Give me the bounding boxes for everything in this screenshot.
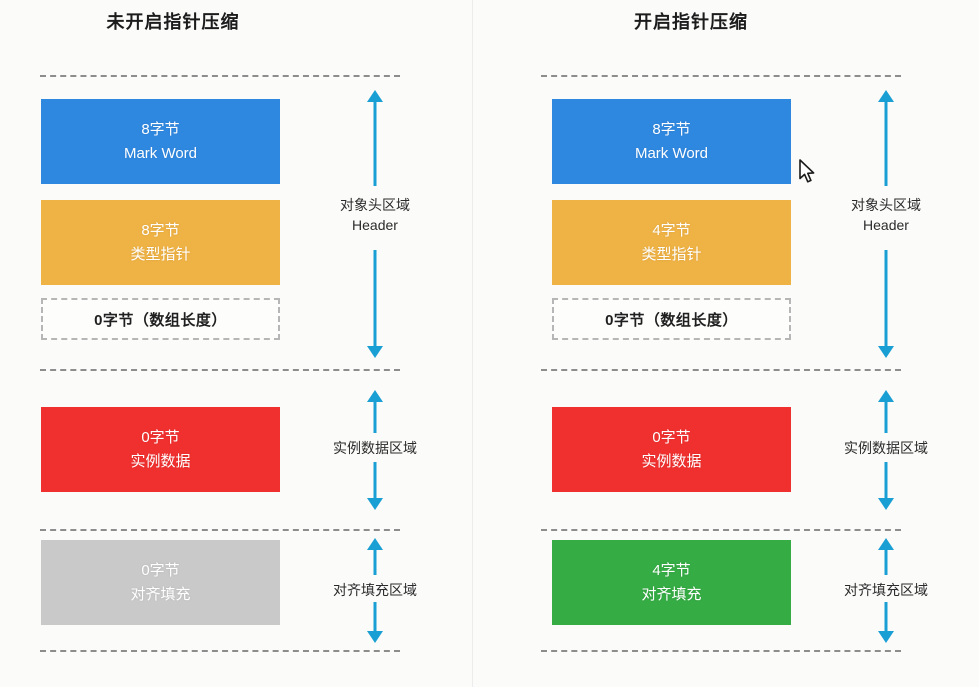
arrow-head-up-icon	[367, 390, 383, 402]
region-label-instance-data: 实例数据区域	[329, 436, 421, 461]
region-label-header: 对象头区域 Header	[336, 193, 414, 238]
dashed-separator-data	[40, 529, 400, 531]
arrow-shaft-lower	[884, 602, 888, 631]
page-title-right: 开启指针压缩	[634, 12, 748, 32]
block-size: 0字节	[141, 429, 180, 447]
arrow-head-down-icon	[878, 498, 894, 510]
region-arrow-instance-data: 实例数据区域	[840, 390, 932, 510]
arrow-head-down-icon	[367, 346, 383, 358]
region-arrow-padding: 对齐填充区域	[840, 538, 932, 643]
arrow-head-up-icon	[878, 90, 894, 102]
panel-divider	[472, 0, 473, 687]
region-arrow-header: 对象头区域 Header	[336, 90, 414, 358]
memory-block-mark-word[interactable]: 8字节 Mark Word	[552, 99, 791, 184]
arrow-head-up-icon	[367, 538, 383, 550]
arrow-shaft-upper	[884, 549, 888, 575]
block-label: 实例数据	[130, 452, 191, 470]
arrow-shaft-upper	[373, 101, 377, 186]
arrow-head-down-icon	[367, 498, 383, 510]
arrow-shaft-upper	[373, 549, 377, 575]
memory-block-klass-pointer[interactable]: 4字节 类型指针	[552, 200, 791, 285]
memory-block-instance-data[interactable]: 0字节 实例数据	[552, 407, 791, 492]
arrow-shaft-lower	[373, 462, 377, 498]
panel-uncompressed-pointers: 未开启指针压缩 8字节 Mark Word 8字节 类型指针 0字节（数组长度）…	[0, 0, 472, 687]
arrow-shaft-lower	[884, 250, 888, 346]
block-size: 4字节	[652, 222, 691, 240]
dashed-separator-bottom	[541, 650, 901, 652]
block-label: 对齐填充	[130, 585, 191, 603]
dashed-separator-top	[40, 75, 400, 77]
memory-block-instance-data[interactable]: 0字节 实例数据	[41, 407, 280, 492]
arrow-shaft-upper	[884, 101, 888, 186]
block-label: Mark Word	[123, 144, 198, 162]
arrow-shaft-lower	[884, 462, 888, 498]
arrow-head-down-icon	[367, 631, 383, 643]
region-label-line1: 对齐填充区域	[333, 582, 417, 598]
arrow-shaft-lower	[373, 250, 377, 346]
arrow-head-down-icon	[878, 346, 894, 358]
region-label-line1: 对象头区域	[340, 197, 410, 213]
block-size: 8字节	[141, 121, 180, 139]
arrow-head-up-icon	[878, 390, 894, 402]
block-label: 对齐填充	[641, 585, 702, 603]
block-size: 4字节	[652, 562, 691, 580]
block-label: 实例数据	[641, 452, 702, 470]
region-label-header: 对象头区域 Header	[847, 193, 925, 238]
memory-block-array-length[interactable]: 0字节（数组长度）	[41, 298, 280, 340]
memory-block-mark-word[interactable]: 8字节 Mark Word	[41, 99, 280, 184]
block-size: 0字节	[652, 429, 691, 447]
dashed-separator-bottom	[40, 650, 400, 652]
panel-compressed-pointers: 开启指针压缩 8字节 Mark Word 4字节 类型指针 0字节（数组长度） …	[473, 0, 979, 687]
arrow-head-up-icon	[878, 538, 894, 550]
dashed-separator-data	[541, 529, 901, 531]
arrow-shaft-upper	[884, 401, 888, 433]
region-label-line1: 实例数据区域	[844, 440, 928, 456]
block-size: 8字节	[141, 222, 180, 240]
region-label-line1: 对齐填充区域	[844, 582, 928, 598]
memory-block-array-length[interactable]: 0字节（数组长度）	[552, 298, 791, 340]
dashed-separator-header	[541, 369, 901, 371]
region-label-line2: Header	[863, 217, 909, 234]
memory-block-padding[interactable]: 4字节 对齐填充	[552, 540, 791, 625]
arrow-head-up-icon	[367, 90, 383, 102]
block-label: Mark Word	[634, 144, 709, 162]
block-size: 0字节	[141, 562, 180, 580]
arrow-shaft-lower	[373, 602, 377, 631]
region-label-line1: 实例数据区域	[333, 440, 417, 456]
arrow-shaft-upper	[373, 401, 377, 433]
page-title-left: 未开启指针压缩	[106, 12, 240, 32]
region-arrow-header: 对象头区域 Header	[847, 90, 925, 358]
block-label: 类型指针	[641, 245, 702, 263]
memory-block-padding[interactable]: 0字节 对齐填充	[41, 540, 280, 625]
region-label-instance-data: 实例数据区域	[840, 436, 932, 461]
dashed-separator-top	[541, 75, 901, 77]
region-arrow-padding: 对齐填充区域	[329, 538, 421, 643]
region-arrow-instance-data: 实例数据区域	[329, 390, 421, 510]
dashed-separator-header	[40, 369, 400, 371]
arrow-head-down-icon	[878, 631, 894, 643]
region-label-padding: 对齐填充区域	[840, 578, 932, 603]
region-label-line1: 对象头区域	[851, 197, 921, 213]
region-label-padding: 对齐填充区域	[329, 578, 421, 603]
block-size: 8字节	[652, 121, 691, 139]
region-label-line2: Header	[352, 217, 398, 234]
memory-block-klass-pointer[interactable]: 8字节 类型指针	[41, 200, 280, 285]
block-label: 类型指针	[130, 245, 191, 263]
